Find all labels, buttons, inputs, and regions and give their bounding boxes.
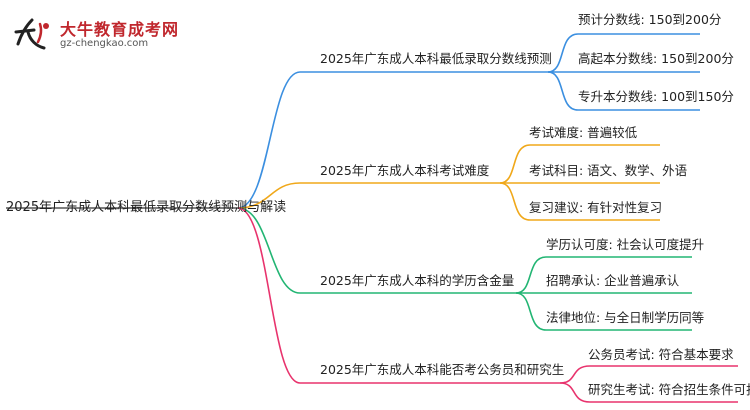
branch-node-value: 2025年广东成人本科的学历含金量 [320, 273, 515, 288]
branch-connector [237, 182, 301, 209]
logo-calligraphy-icon [14, 18, 49, 50]
leaf-connector [547, 33, 579, 73]
branch-connector [237, 207, 301, 294]
leaf-node: 考试难度: 普遍较低 [529, 125, 638, 140]
branch-connector [237, 207, 301, 384]
root-node: 2025年广东成人本科最低录取分数线预测与解读 [6, 200, 287, 215]
logo-title: 大牛教育成考网 [60, 20, 180, 39]
leaf-connector [499, 182, 531, 221]
logo: 大牛教育成考网 gz-chengkao.com [10, 14, 210, 56]
branch-connector [237, 71, 301, 209]
branch-node-cutoff: 2025年广东成人本科最低录取分数线预测 [320, 51, 552, 66]
leaf-connector [547, 71, 579, 111]
branch-node-difficulty: 2025年广东成人本科考试难度 [320, 163, 490, 178]
branch-node-exams: 2025年广东成人本科能否考公务员和研究生 [320, 362, 565, 377]
leaf-node: 复习建议: 有针对性复习 [529, 200, 663, 215]
leaf-node: 学历认可度: 社会认可度提升 [546, 237, 705, 252]
leaf-connector [515, 292, 547, 331]
leaf-connector [515, 256, 547, 294]
leaf-node: 招聘承认: 企业普遍承认 [546, 273, 680, 288]
leaf-node: 专升本分数线: 100到150分 [578, 89, 734, 104]
leaf-node: 法律地位: 与全日制学历同等 [546, 310, 705, 325]
logo-url: gz-chengkao.com [60, 38, 149, 49]
leaf-node: 高起本分数线: 150到200分 [578, 51, 734, 66]
leaf-connector [559, 365, 591, 384]
leaf-node: 公务员考试: 符合基本要求 [588, 347, 734, 362]
leaf-connector [499, 144, 531, 184]
leaf-connector [559, 382, 591, 403]
leaf-node: 考试科目: 语文、数学、外语 [529, 163, 688, 178]
leaf-node: 研究生考试: 符合招生条件可报考 [588, 382, 750, 397]
leaf-node: 预计分数线: 150到200分 [578, 12, 722, 27]
